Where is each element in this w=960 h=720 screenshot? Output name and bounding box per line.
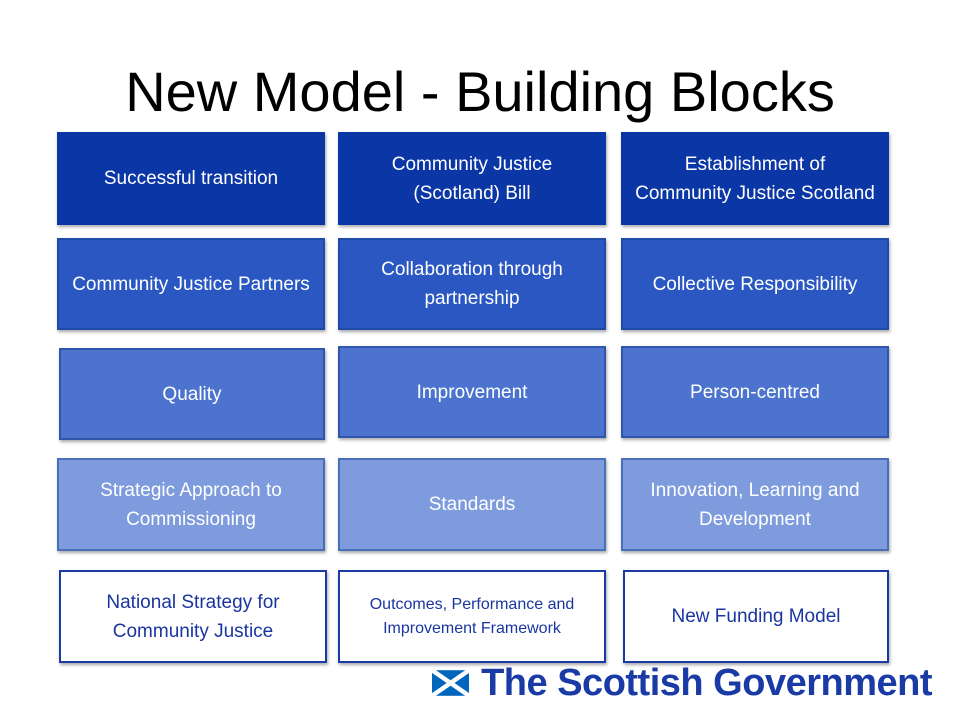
block-community-justice-bill: Community Justice (Scotland) Bill bbox=[338, 132, 606, 225]
page-title: New Model - Building Blocks bbox=[125, 60, 835, 123]
scottish-government-logo: The Scottish Government bbox=[432, 660, 932, 706]
block-improvement: Improvement bbox=[338, 346, 606, 438]
block-national-strategy: National Strategy for Community Justice bbox=[59, 570, 327, 663]
block-standards: Standards bbox=[338, 458, 606, 551]
block-establishment-cjs: Establishment of Community Justice Scotl… bbox=[621, 132, 889, 225]
block-collaboration: Collaboration through partnership bbox=[338, 238, 606, 330]
block-innovation: Innovation, Learning and Development bbox=[621, 458, 889, 551]
saltire-flag-icon bbox=[432, 668, 470, 698]
block-new-funding-model: New Funding Model bbox=[623, 570, 889, 663]
block-strategic-approach: Strategic Approach to Commissioning bbox=[57, 458, 325, 551]
block-collective-responsibility: Collective Responsibility bbox=[621, 238, 889, 330]
block-successful-transition: Successful transition bbox=[57, 132, 325, 225]
block-quality: Quality bbox=[59, 348, 325, 440]
block-person-centred: Person-centred bbox=[621, 346, 889, 438]
logo-text: The Scottish Government bbox=[481, 662, 932, 704]
block-outcomes-framework: Outcomes, Performance and Improvement Fr… bbox=[338, 570, 606, 663]
block-community-justice-partners: Community Justice Partners bbox=[57, 238, 325, 330]
